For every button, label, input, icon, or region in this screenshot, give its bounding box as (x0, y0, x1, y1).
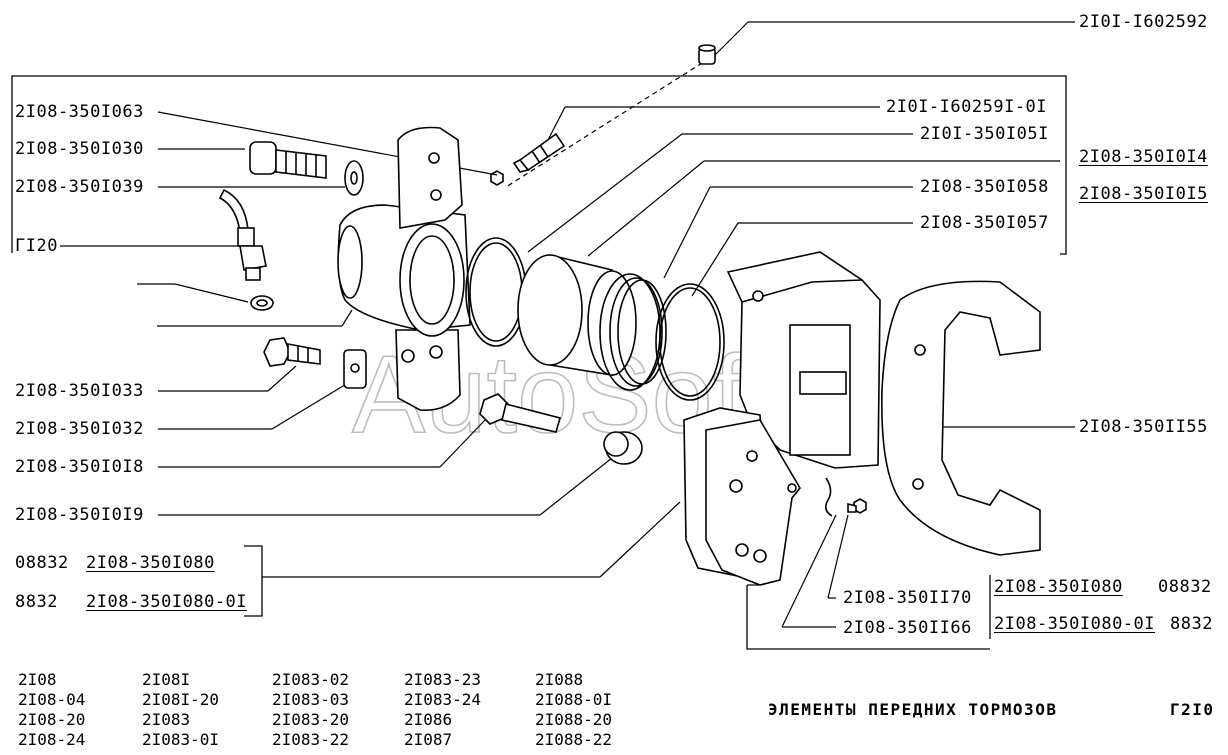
pad-right-code1: 08832 (1158, 577, 1212, 597)
model-col1-row2: 2I08-04 (18, 690, 86, 709)
model-col4-row1: 2I083-23 (404, 670, 482, 689)
callout-right-2: 2I0I-I60259I-0I (886, 97, 1048, 117)
pin-boot (603, 431, 643, 465)
leader-lines (60, 21, 1075, 628)
model-col4-row4: 2I087 (404, 730, 453, 749)
callout-left-8: 2I08-350I0I9 (15, 505, 144, 525)
callout-left-6: 2I08-350I032 (15, 419, 144, 439)
pad-left-code2: 8832 (15, 592, 58, 612)
model-col3-row1: 2I083-02 (272, 670, 350, 689)
pad-right-code2: 8832 (1170, 614, 1213, 634)
model-col2-row4: 2I083-0I (142, 730, 220, 749)
callout-right-5: 2I08-350I0I5 (1079, 184, 1208, 204)
grouping-brackets (11, 75, 1067, 650)
pad-right-part1: 2I08-350I080 (994, 577, 1123, 597)
model-col2-row3: 2I083 (142, 710, 191, 729)
model-col5-row3: 2I088-20 (535, 710, 613, 729)
model-col3-row2: 2I083-03 (272, 690, 350, 709)
callout-left-3: 2I08-350I039 (15, 177, 144, 197)
caliper-guide (726, 251, 881, 469)
callout-right-8: 2I08-350II55 (1079, 417, 1208, 437)
model-col2-row2: 2I08I-20 (142, 690, 220, 709)
model-col1-row3: 2I08-20 (18, 710, 86, 729)
callout-right-3: 2I0I-350I05I (920, 124, 1049, 144)
callout-right-7: 2I08-350I057 (920, 213, 1049, 233)
callout-left-4: ГI20 (15, 236, 58, 256)
pad-left-code1: 08832 (15, 553, 69, 573)
callout-left-7: 2I08-350I0I8 (15, 457, 144, 477)
callout-left-2: 2I08-350I030 (15, 139, 144, 159)
caliper-body (337, 126, 471, 412)
model-col5-row2: 2I088-0I (535, 690, 613, 709)
model-col5-row4: 2I088-22 (535, 730, 613, 749)
brake-hose (218, 188, 267, 281)
pad-spring (824, 477, 833, 517)
model-col1-row1: 2I08 (18, 670, 57, 689)
pad-left-part1: 2I08-350I080 (86, 553, 215, 573)
callout-left-5: 2I08-350I033 (15, 381, 144, 401)
callout-right-1: 2I0I-I602592 (1079, 12, 1208, 32)
callout-right-4: 2I08-350I0I4 (1079, 147, 1208, 167)
model-col4-row3: 2I086 (404, 710, 453, 729)
piston (517, 253, 637, 376)
brake-pad-front (705, 419, 801, 586)
parts (218, 44, 1041, 586)
model-col4-row2: 2I083-24 (404, 690, 482, 709)
pad-left-part2: 2I08-350I080-0I (86, 592, 248, 612)
model-col3-row3: 2I083-20 (272, 710, 350, 729)
model-col2-row1: 2I08I (142, 670, 191, 689)
bolt-top (249, 141, 327, 179)
bolt-lower (263, 337, 321, 367)
callout-right-9: 2I08-350II70 (843, 588, 972, 608)
page-code: Г2I0 (1170, 700, 1215, 719)
callout-right-6: 2I08-350I058 (920, 177, 1049, 197)
callout-left-1: 2I08-350I063 (15, 102, 144, 122)
pad-right-part2: 2I08-350I080-0I (994, 614, 1156, 634)
pad-bolt (847, 498, 867, 514)
guide-pin (479, 393, 561, 433)
model-col3-row4: 2I083-22 (272, 730, 350, 749)
model-col1-row4: 2I08-24 (18, 730, 86, 749)
caliper-mounting-bracket (881, 280, 1041, 556)
callout-right-10: 2I08-350II66 (843, 618, 972, 638)
page-title: ЭЛЕМЕНТЫ ПЕРЕДНИХ ТОРМОЗОВ (768, 700, 1058, 719)
bleeder-valve (512, 132, 566, 173)
bleeder-cap (698, 44, 716, 65)
model-col5-row1: 2I088 (535, 670, 584, 689)
